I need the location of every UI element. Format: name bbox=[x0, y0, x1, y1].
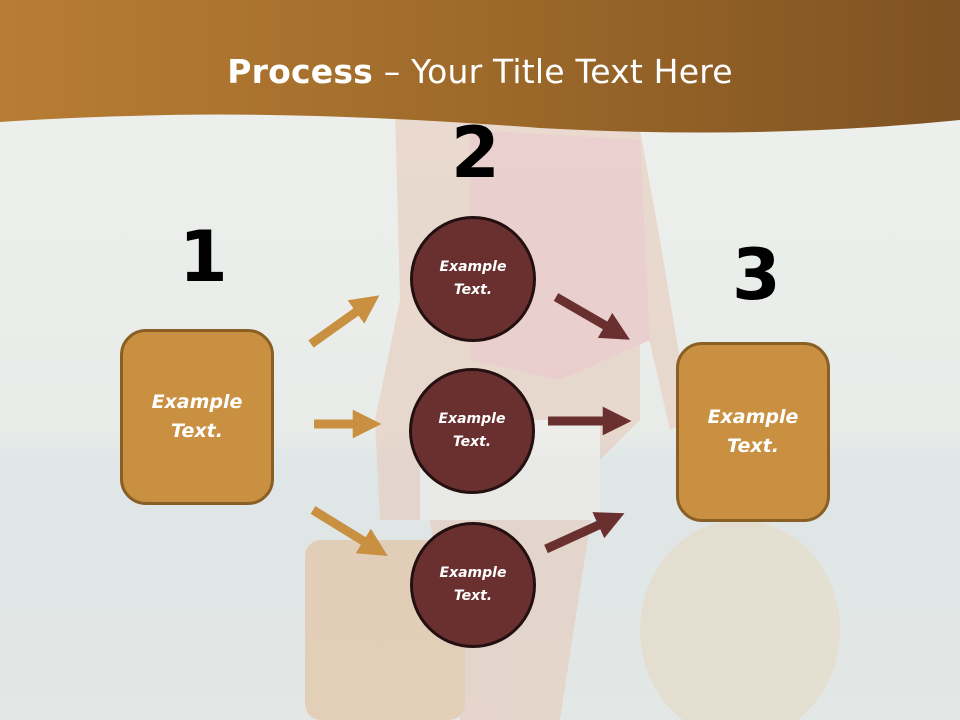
step-number-1: 1 bbox=[179, 216, 228, 298]
arrow-up-left bbox=[308, 295, 380, 348]
step-box-1-label: Example Text. bbox=[151, 391, 243, 442]
page-title: Process – Your Title Text Here bbox=[0, 52, 960, 91]
circle-middle-label: Example Text. bbox=[438, 411, 506, 450]
step-number-2: 2 bbox=[451, 112, 500, 194]
step-box-3-label: Example Text. bbox=[707, 406, 799, 457]
step-box-3: Example Text. bbox=[676, 342, 830, 522]
title-rest: – Your Title Text Here bbox=[373, 52, 733, 91]
title-bold: Process bbox=[227, 52, 374, 91]
circle-top-label: Example Text. bbox=[439, 259, 507, 298]
arrow-down-right bbox=[553, 293, 630, 340]
circle-top: Example Text. bbox=[410, 216, 536, 342]
step-box-1: Example Text. bbox=[120, 329, 274, 505]
circle-bottom: Example Text. bbox=[410, 522, 536, 648]
arrow-up-right bbox=[544, 512, 625, 554]
arrow-down-left bbox=[310, 506, 388, 557]
circle-bottom-label: Example Text. bbox=[439, 565, 507, 604]
step-number-3: 3 bbox=[732, 234, 781, 316]
title-banner bbox=[0, 0, 960, 133]
circle-middle: Example Text. bbox=[409, 368, 535, 494]
